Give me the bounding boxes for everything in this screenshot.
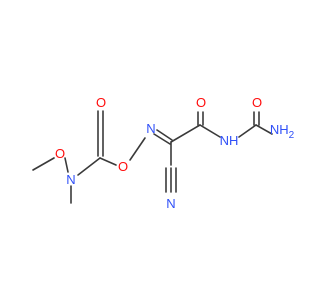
amino-nitrogen: NH2 bbox=[270, 122, 295, 141]
ester-oxygen: O bbox=[118, 159, 128, 174]
methoxy-oxygen: O bbox=[55, 146, 65, 161]
oxime-nitrogen: N bbox=[146, 121, 155, 136]
bond bbox=[129, 137, 146, 161]
nitrile-nitrogen: N bbox=[166, 196, 175, 211]
carbonyl-oxygen-left: O bbox=[96, 95, 106, 110]
carbonyl-oxygen-right: O bbox=[252, 95, 262, 110]
carbonyl-oxygen-mid: O bbox=[196, 95, 206, 110]
structure-diagram: O N O O N O NH O NH2 N bbox=[32, 95, 295, 211]
bond bbox=[64, 157, 69, 173]
bond bbox=[255, 124, 273, 135]
amino-subscript: 2 bbox=[289, 130, 295, 141]
bond bbox=[99, 157, 117, 166]
bond bbox=[153, 133, 171, 145]
bond bbox=[170, 124, 201, 143]
bond bbox=[238, 124, 257, 138]
bond bbox=[156, 129, 173, 141]
amine-nitrogen: N bbox=[66, 172, 75, 187]
atom-labels: O N O O N O NH O NH2 N bbox=[55, 95, 295, 211]
bond-lines bbox=[32, 110, 273, 204]
bond bbox=[77, 157, 101, 176]
bond bbox=[199, 124, 221, 138]
molecule-canvas: O N O O N O NH O NH2 N bbox=[32, 95, 295, 211]
amide-nitrogen: NH bbox=[220, 133, 239, 148]
amino-nitrogen-label: NH bbox=[270, 122, 289, 137]
bond bbox=[32, 157, 55, 171]
